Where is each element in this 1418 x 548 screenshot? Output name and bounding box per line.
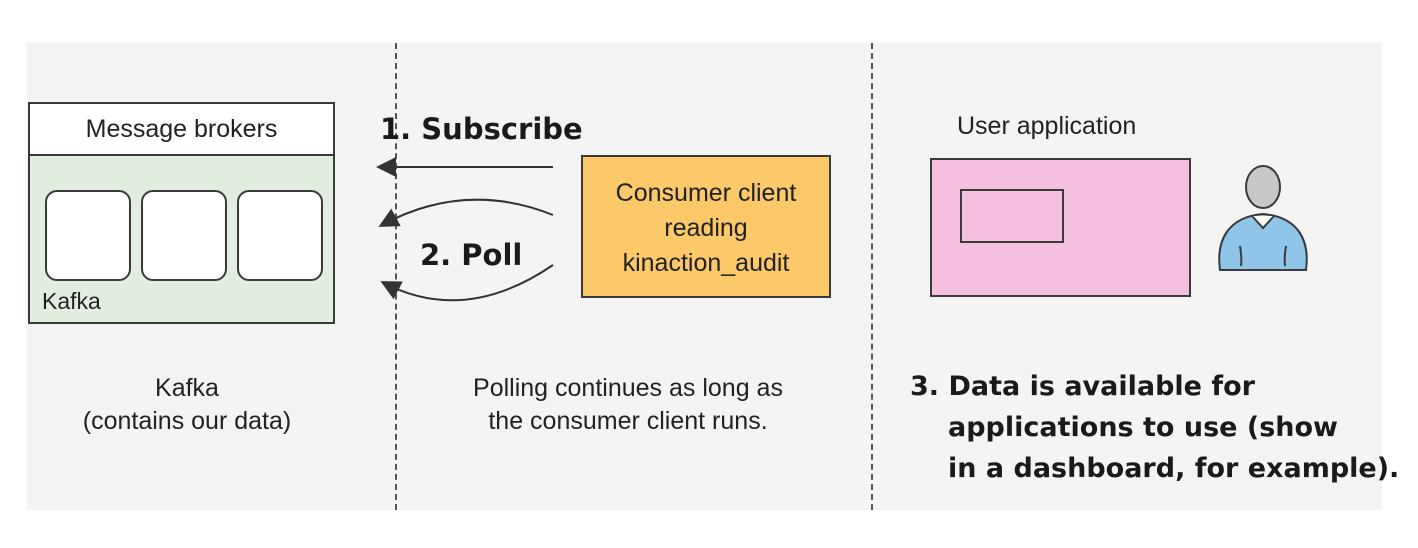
- polling-caption: Polling continues as long as the consume…: [440, 372, 816, 438]
- section-divider-left: [395, 43, 397, 510]
- consumer-client-text: Consumer client: [615, 179, 797, 207]
- user-application-window: [930, 158, 1191, 297]
- polling-caption-line: Polling continues as long as: [473, 374, 783, 402]
- kafka-caption: Kafka (contains our data): [57, 372, 317, 438]
- section-divider-right: [871, 43, 873, 510]
- kafka-caption-line: (contains our data): [82, 407, 292, 435]
- data-available-step-label: 3. Data is available for: [910, 371, 1256, 402]
- dashboard-widget: [960, 189, 1064, 243]
- consumer-client-topic: kinaction_audit: [622, 249, 790, 277]
- poll-step-label: 2. Poll: [420, 238, 523, 272]
- polling-caption-line: the consumer client runs.: [488, 407, 768, 435]
- message-broker-header: Message brokers: [30, 104, 333, 156]
- data-available-step-label: in a dashboard, for example).: [948, 453, 1400, 484]
- poll-arrow-lower: [380, 264, 554, 302]
- person-icon: [1218, 165, 1308, 271]
- poll-arrow-upper: [378, 198, 554, 227]
- consumer-client-text: reading: [664, 214, 748, 242]
- broker-kafka-label: Kafka: [42, 288, 101, 314]
- broker-partition: [45, 190, 131, 281]
- subscribe-step-label: 1. Subscribe: [380, 112, 583, 146]
- message-broker-box: Message brokers Kafka: [28, 102, 335, 324]
- consumer-client-box: Consumer client reading kinaction_audit: [581, 155, 831, 298]
- broker-partition: [141, 190, 227, 281]
- kafka-caption-line: Kafka: [155, 374, 219, 402]
- user-application-label: User application: [957, 112, 1137, 140]
- broker-partition: [237, 190, 323, 281]
- data-available-step-label: applications to use (show: [948, 412, 1338, 443]
